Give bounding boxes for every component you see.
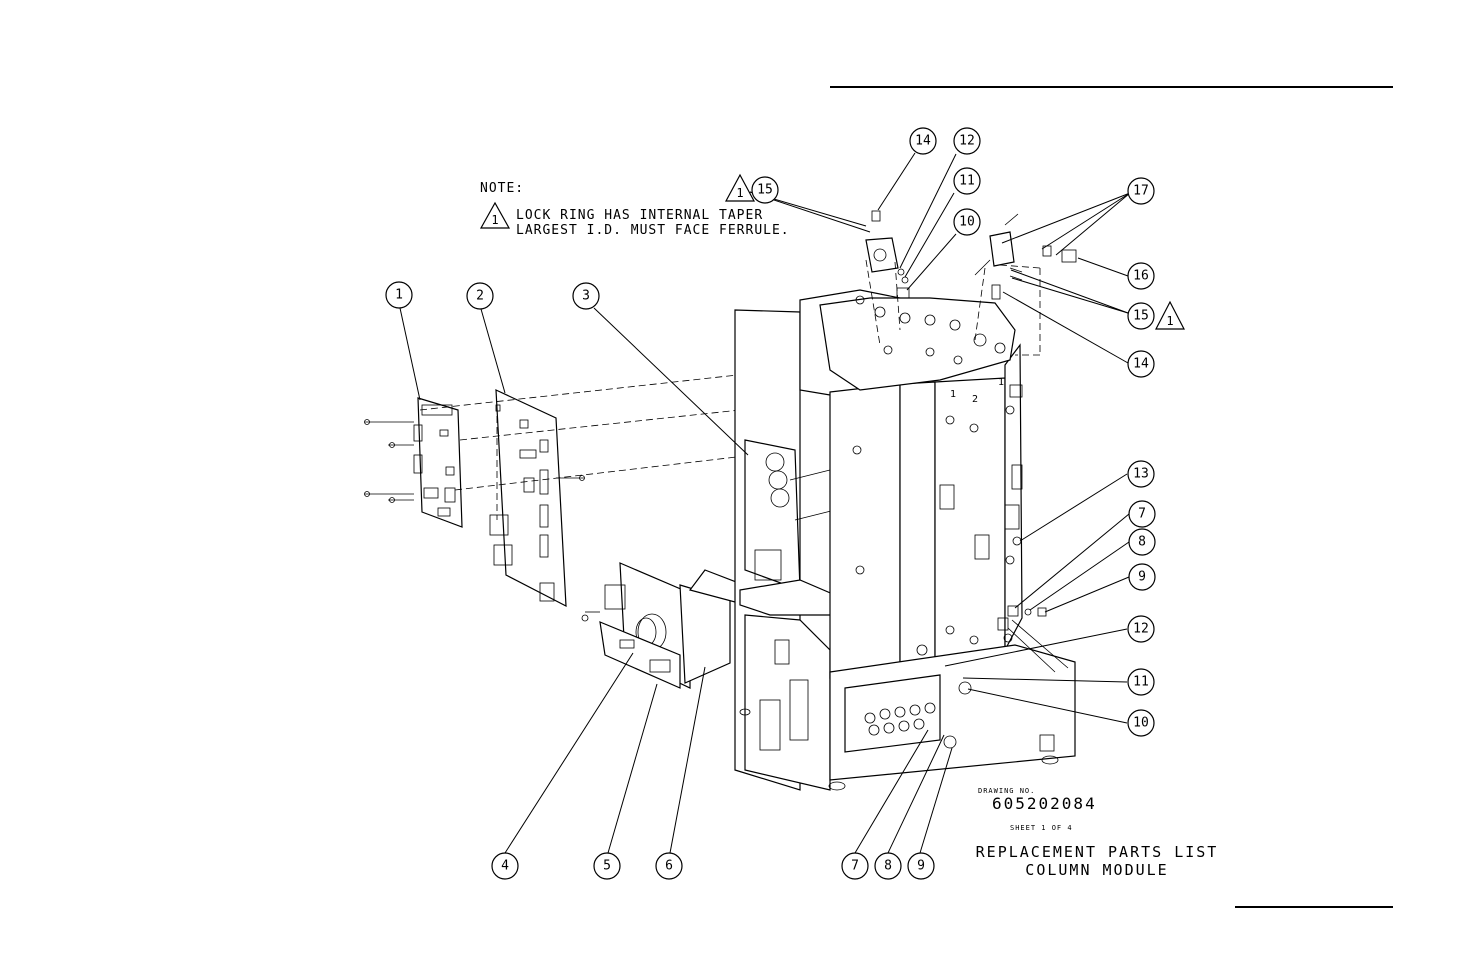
part-2-circuit-board	[490, 390, 585, 606]
callout-11-top: 11	[954, 168, 980, 194]
callout-8-side: 8	[1129, 529, 1155, 555]
flag-note-1-right: 1	[1156, 302, 1184, 329]
svg-text:17: 17	[1133, 184, 1149, 199]
callout-10-bottom: 10	[1128, 710, 1154, 736]
callout-9-side: 9	[1129, 564, 1155, 590]
callout-7-bottom: 7	[842, 853, 868, 879]
note-flag-number: 1	[491, 213, 498, 227]
callout-17: 17	[1128, 178, 1154, 204]
callout-9-bottom: 9	[908, 853, 934, 879]
callout-3: 3	[573, 283, 599, 309]
part-1-circuit-board	[365, 398, 463, 527]
callout-1: 1	[386, 282, 412, 308]
svg-text:11: 11	[1133, 675, 1149, 690]
svg-text:1: 1	[736, 186, 743, 200]
svg-text:1: 1	[1166, 314, 1173, 328]
callout-11-bottom: 11	[1128, 669, 1154, 695]
callout-14-top: 14	[910, 128, 936, 154]
note-heading: NOTE:	[480, 181, 524, 196]
note-line-1: LOCK RING HAS INTERNAL TAPER	[516, 208, 763, 223]
svg-text:15: 15	[757, 183, 773, 198]
svg-text:9: 9	[1138, 570, 1146, 585]
svg-text:4: 4	[501, 859, 509, 874]
svg-text:12: 12	[959, 134, 975, 149]
panel-mark-left: 1	[950, 389, 956, 400]
callout-8-bottom: 8	[875, 853, 901, 879]
callout-12-bottom: 12	[1128, 616, 1154, 642]
callout-2: 2	[467, 283, 493, 309]
callout-16: 16	[1128, 263, 1154, 289]
drawing-title-line-2: COLUMN MODULE	[1025, 861, 1168, 879]
align-line-3	[455, 456, 745, 490]
svg-text:14: 14	[1133, 357, 1149, 372]
callout-12-top: 12	[954, 128, 980, 154]
svg-text:2: 2	[476, 289, 484, 304]
callout-15-top: 15	[752, 177, 778, 203]
panel-mark-corner: 1	[998, 377, 1004, 388]
drawing-number: 605202084	[992, 794, 1097, 813]
svg-text:15: 15	[1133, 309, 1149, 324]
callout-7-side: 7	[1129, 501, 1155, 527]
title-block: DRAWING NO. 605202084 SHEET 1 OF 4 REPLA…	[976, 787, 1219, 879]
svg-text:14: 14	[915, 134, 931, 149]
sheet-number: SHEET 1 OF 4	[1010, 824, 1073, 832]
drawing-title-line-1: REPLACEMENT PARTS LIST	[976, 843, 1219, 861]
svg-text:6: 6	[665, 859, 673, 874]
svg-text:10: 10	[959, 215, 975, 230]
panel-mark-right: 2	[972, 394, 978, 405]
callout-5: 5	[594, 853, 620, 879]
svg-text:8: 8	[1138, 535, 1146, 550]
callout-4: 4	[492, 853, 518, 879]
callout-6: 6	[656, 853, 682, 879]
callout-14-right: 14	[1128, 351, 1154, 377]
callout-13: 13	[1128, 461, 1154, 487]
svg-text:8: 8	[884, 859, 892, 874]
flag-note-1-top: 1	[726, 175, 754, 201]
note-line-2: LARGEST I.D. MUST FACE FERRULE.	[516, 223, 790, 238]
svg-text:9: 9	[917, 859, 925, 874]
svg-text:5: 5	[603, 859, 611, 874]
svg-text:1: 1	[395, 288, 403, 303]
svg-text:12: 12	[1133, 622, 1149, 637]
svg-text:3: 3	[582, 289, 590, 304]
svg-text:13: 13	[1133, 467, 1149, 482]
callout-15-right: 15	[1128, 303, 1154, 329]
svg-text:7: 7	[1138, 507, 1146, 522]
svg-text:11: 11	[959, 174, 975, 189]
svg-text:10: 10	[1133, 716, 1149, 731]
column-module-frame: 1 2 1	[735, 290, 1075, 790]
svg-text:7: 7	[851, 859, 859, 874]
callout-10-top: 10	[954, 209, 980, 235]
svg-text:16: 16	[1133, 269, 1149, 284]
